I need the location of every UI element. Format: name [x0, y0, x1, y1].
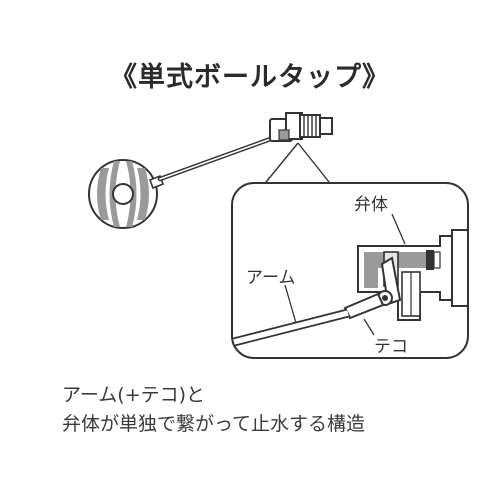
float-ball [88, 159, 165, 229]
label-lever: テコ [374, 337, 408, 357]
callout-lines [261, 142, 334, 188]
label-arm: アーム [246, 268, 295, 288]
valve-body-zoomed [357, 229, 469, 321]
label-valve-body: 弁体 [354, 195, 388, 215]
page-title: 《単式ボールタップ》 [110, 62, 390, 93]
float-rod [157, 134, 279, 182]
caption-line-1: アーム(+テコ)と [62, 384, 206, 406]
label-leaders [284, 213, 406, 336]
lever [343, 256, 402, 320]
caption-line-2: 弁体が単独で繋がって止水する構造 [62, 413, 366, 435]
arm-zoomed [232, 308, 350, 347]
valve-body-small [269, 112, 333, 142]
